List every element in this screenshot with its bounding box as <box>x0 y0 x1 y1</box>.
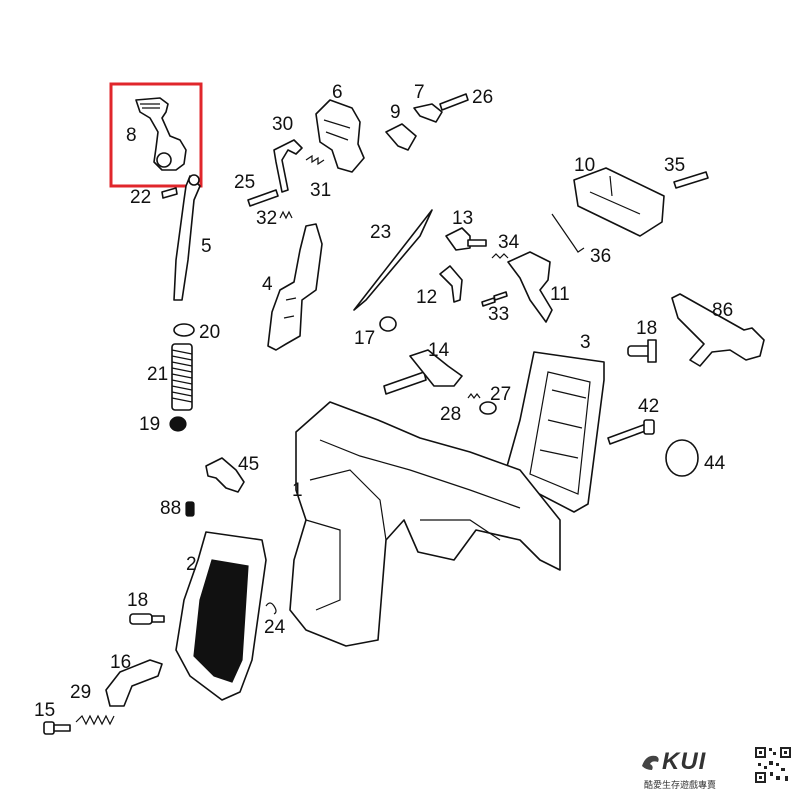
label-16: 16 <box>110 652 131 673</box>
dragon-logo-icon <box>642 755 659 770</box>
label-9: 9 <box>390 102 401 123</box>
label-30: 30 <box>272 114 293 135</box>
part-13-part <box>445 227 487 251</box>
label-44: 44 <box>704 453 726 474</box>
part-25-pin <box>247 189 279 207</box>
part-44-ring <box>665 439 699 477</box>
label-35: 35 <box>664 155 685 176</box>
part-9-sear <box>385 123 417 151</box>
label-3: 3 <box>580 332 591 353</box>
label-33: 33 <box>488 304 509 325</box>
part-14-safety <box>383 349 463 395</box>
part-12-part <box>439 265 463 303</box>
label-27: 27 <box>490 384 511 405</box>
part-8-hammer <box>135 97 187 171</box>
label-32: 32 <box>256 208 277 229</box>
brand-slogan: 酷愛生存遊戲專賣 <box>644 781 717 791</box>
label-17: 17 <box>354 328 375 349</box>
label-31: 31 <box>310 180 331 201</box>
part-33-pins <box>481 291 508 307</box>
label-2: 2 <box>186 554 197 575</box>
part-36-spring <box>551 213 585 253</box>
label-1: 1 <box>292 480 303 501</box>
part-labels: 8 22 5 20 21 19 45 88 2 18 24 16 29 15 2… <box>34 82 733 721</box>
label-28: 28 <box>440 404 461 425</box>
part-24-clip <box>265 602 277 615</box>
part-10-block <box>573 167 665 237</box>
part-17-part <box>379 316 397 332</box>
label-42: 42 <box>638 396 659 417</box>
part-35-pin <box>673 171 709 189</box>
brand-name: KUI <box>662 748 707 775</box>
part-30-spring <box>273 139 303 193</box>
part-34-spring <box>491 253 509 259</box>
part-31-spring <box>305 154 325 166</box>
label-88: 88 <box>160 498 181 519</box>
part-3-grip-right <box>505 351 605 513</box>
label-6: 6 <box>332 82 343 103</box>
part-19-cap <box>169 416 187 432</box>
part-23-plate <box>353 209 433 311</box>
label-25: 25 <box>234 172 255 193</box>
label-15: 15 <box>34 700 55 721</box>
part-88-pin <box>185 501 195 517</box>
part-86-takedown <box>671 293 765 367</box>
part-22-pin <box>161 187 178 199</box>
part-26-pin <box>439 93 469 111</box>
part-45-lever <box>205 457 245 493</box>
label-7: 7 <box>414 82 425 103</box>
part-42-screw <box>607 419 655 445</box>
part-29-spring <box>75 714 115 726</box>
part-2-grip <box>175 531 267 701</box>
label-13: 13 <box>452 208 473 229</box>
part-32-spring <box>279 210 293 220</box>
part-27-part <box>479 401 497 415</box>
part-4-trigger-bar <box>267 223 323 351</box>
highlight-box <box>109 82 203 188</box>
label-26: 26 <box>472 87 493 108</box>
part-11-trigger <box>507 251 553 323</box>
label-4: 4 <box>262 274 273 295</box>
part-6-block <box>315 99 365 173</box>
label-12: 12 <box>416 287 437 308</box>
label-18b: 18 <box>636 318 657 339</box>
footer-branding: KUI 酷愛生存遊戲專賣 <box>640 746 792 794</box>
label-14: 14 <box>428 340 450 361</box>
label-5: 5 <box>201 236 212 257</box>
part-18-screw-lower <box>129 613 165 625</box>
qr-code-icon <box>754 746 792 784</box>
label-23: 23 <box>370 222 391 243</box>
label-20: 20 <box>199 322 220 343</box>
label-34: 34 <box>498 232 520 253</box>
part-21-spring <box>171 343 193 411</box>
label-45: 45 <box>238 454 259 475</box>
label-86: 86 <box>712 300 733 321</box>
label-19: 19 <box>139 414 160 435</box>
label-21: 21 <box>147 364 168 385</box>
label-18a: 18 <box>127 590 148 611</box>
part-18-screw-upper <box>627 339 657 363</box>
part-28-spring <box>467 393 481 399</box>
label-22: 22 <box>130 187 151 208</box>
label-11: 11 <box>550 284 570 305</box>
part-1-frame <box>289 401 561 647</box>
part-5-strut <box>173 174 201 301</box>
part-20-washer <box>173 323 195 337</box>
label-8: 8 <box>126 125 137 146</box>
label-10: 10 <box>574 155 595 176</box>
part-15-screw <box>43 721 71 735</box>
part-7-part <box>413 103 443 123</box>
label-29: 29 <box>70 682 91 703</box>
label-36: 36 <box>590 246 611 267</box>
label-24: 24 <box>264 617 286 638</box>
part-16-catch <box>105 659 163 707</box>
